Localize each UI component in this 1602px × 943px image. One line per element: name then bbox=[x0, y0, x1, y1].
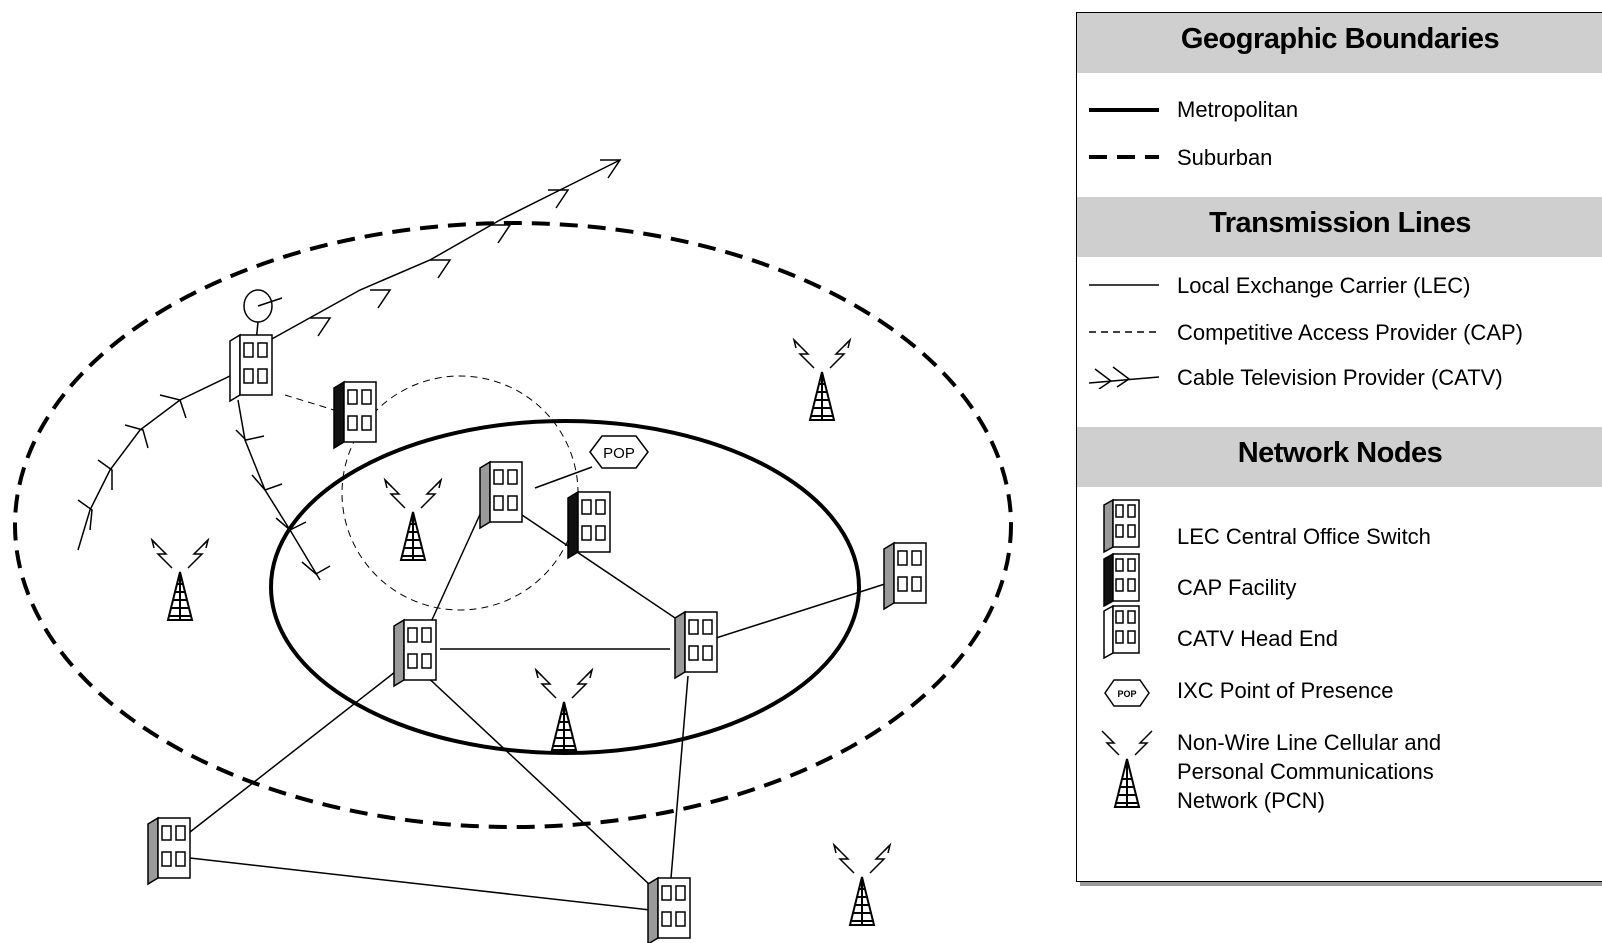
legend-label-metropolitan: Metropolitan bbox=[1177, 97, 1299, 122]
legend-label-lec: Local Exchange Carrier (LEC) bbox=[1177, 273, 1471, 298]
lec-switch-building bbox=[647, 877, 691, 943]
metropolitan-boundary bbox=[269, 419, 861, 755]
cap-facility-building bbox=[567, 491, 611, 559]
cell-tower-icon bbox=[535, 669, 593, 751]
cell-tower-icon bbox=[833, 844, 891, 926]
legend-section-title: Geographic Boundaries bbox=[1077, 13, 1602, 73]
cap-facility-building bbox=[333, 381, 377, 449]
legend-section-title: Transmission Lines bbox=[1077, 197, 1602, 257]
solid-thin-line-symbol bbox=[1089, 284, 1159, 286]
legend-label-catv: Cable Television Provider (CATV) bbox=[1177, 365, 1503, 390]
lec-switch-building bbox=[147, 817, 191, 885]
pop-hexagon-icon: POP bbox=[589, 435, 649, 469]
lec-switch-building bbox=[393, 619, 437, 687]
cell-tower-icon bbox=[793, 339, 851, 421]
legend-label-pcn-line-1: Non-Wire Line Cellular and bbox=[1177, 730, 1442, 755]
solid-thick-line-symbol bbox=[1089, 108, 1159, 112]
cap-ring bbox=[341, 375, 579, 611]
cell-tower-icon bbox=[1101, 730, 1153, 808]
legend-label-pcn-line-2: Personal Communications bbox=[1177, 759, 1434, 784]
lec-switch-building bbox=[883, 542, 927, 610]
legend-label-pcn-line-3: Network (PCN) bbox=[1177, 788, 1325, 813]
lec-lines bbox=[189, 466, 889, 911]
white-building-icon bbox=[1103, 605, 1140, 659]
network-diagram: POP bbox=[13, 159, 1013, 943]
cell-tower-icon bbox=[384, 479, 442, 561]
catv-lines bbox=[77, 159, 622, 581]
satellite-dish-icon bbox=[243, 289, 283, 343]
svg-text:POP: POP bbox=[1117, 689, 1136, 699]
pop-hexagon-icon: POP bbox=[1104, 679, 1150, 707]
legend-label-cap: Competitive Access Provider (CAP) bbox=[1177, 320, 1523, 345]
lec-switch-building bbox=[479, 461, 523, 529]
svg-text:POP: POP bbox=[603, 445, 635, 462]
legend-label-suburban: Suburban bbox=[1177, 145, 1273, 170]
feathered-line-symbol bbox=[1089, 366, 1159, 389]
legend-label-cap-facility: CAP Facility bbox=[1177, 575, 1297, 600]
black-building-icon bbox=[1103, 553, 1140, 607]
cap-link bbox=[284, 394, 335, 411]
gray-building-icon bbox=[1103, 499, 1140, 553]
lec-switch-building bbox=[674, 611, 718, 679]
legend-label-lec-switch: LEC Central Office Switch bbox=[1177, 524, 1431, 549]
dashed-thick-line-symbol bbox=[1089, 155, 1159, 159]
legend-label-pop: IXC Point of Presence bbox=[1177, 678, 1394, 703]
legend-label-catv-head-end: CATV Head End bbox=[1177, 626, 1339, 651]
cell-tower-icon bbox=[151, 539, 209, 621]
suburban-boundary bbox=[13, 221, 1013, 829]
legend-panel: Geographic Boundaries Metropolitan Subur… bbox=[1076, 12, 1602, 882]
legend-section-title: Network Nodes bbox=[1077, 427, 1602, 487]
dashed-thin-line-symbol bbox=[1089, 331, 1159, 333]
catv-head-end-building bbox=[229, 334, 273, 402]
